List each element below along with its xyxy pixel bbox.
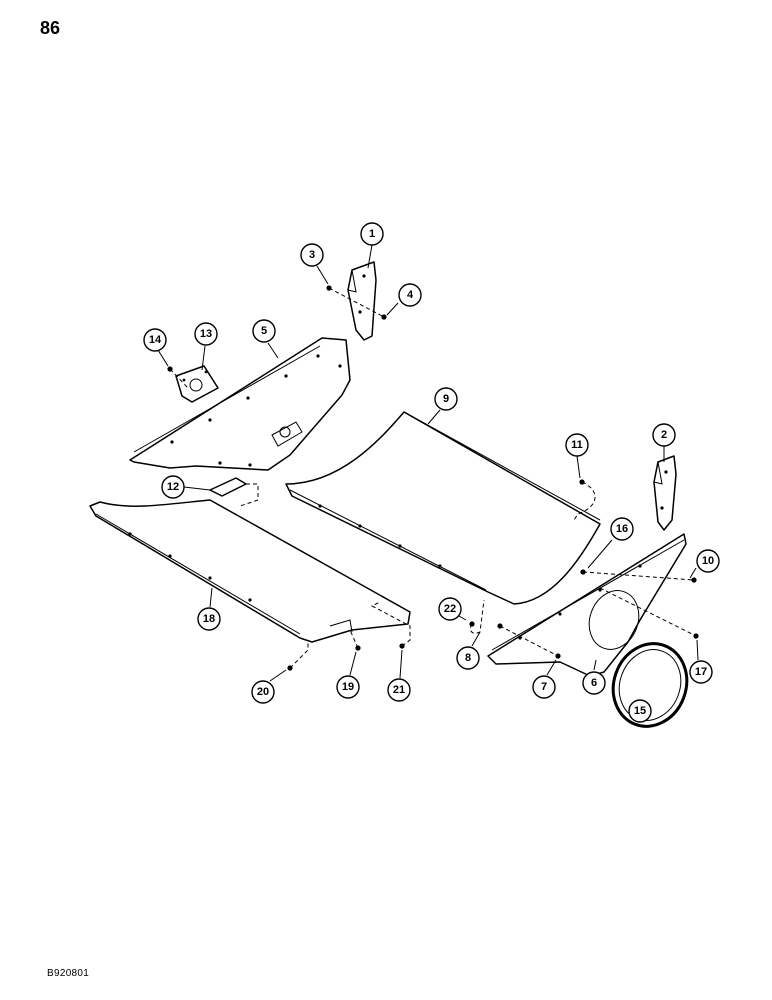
callout-label-14: 14 [149, 334, 162, 346]
part-panel-5 [129, 337, 351, 471]
assembly-lines [169, 287, 697, 669]
callout-label-16: 16 [616, 523, 628, 535]
callout-label-20: 20 [257, 686, 269, 698]
callout-9: 9 [434, 387, 458, 411]
callout-2: 2 [652, 423, 676, 447]
callout-14: 14 [143, 328, 167, 352]
leader-lines [157, 244, 699, 719]
callout-5: 5 [252, 319, 276, 343]
callout-12: 12 [161, 475, 185, 499]
callout-label-2: 2 [661, 429, 667, 441]
callout-label-4: 4 [407, 289, 414, 301]
callout-label-10: 10 [702, 555, 714, 567]
callout-20: 20 [251, 680, 275, 704]
part-panel-6 [487, 533, 687, 677]
part-clip-12 [209, 477, 247, 497]
callout-6: 6 [582, 671, 606, 695]
callout-16: 16 [610, 517, 634, 541]
callout-label-22: 22 [444, 603, 456, 615]
callout-1: 1 [360, 222, 384, 246]
callout-7: 7 [532, 675, 556, 699]
callout-label-21: 21 [393, 684, 405, 696]
callout-label-12: 12 [167, 481, 179, 493]
callout-label-9: 9 [443, 393, 449, 405]
callout-label-11: 11 [571, 439, 583, 451]
callout-label-15: 15 [634, 705, 646, 717]
callout-label-13: 13 [200, 328, 212, 340]
callout-label-18: 18 [203, 613, 215, 625]
callout-4: 4 [398, 283, 422, 307]
callout-3: 3 [300, 243, 324, 267]
callout-11: 11 [565, 433, 589, 457]
callout-label-6: 6 [591, 677, 597, 689]
part-plate-13 [175, 365, 219, 403]
part-bracket-2 [653, 455, 677, 531]
callout-label-17: 17 [695, 666, 707, 678]
callout-19: 19 [336, 675, 360, 699]
part-bracket-1 [347, 261, 377, 341]
callout-18: 18 [197, 607, 221, 631]
callout-17: 17 [689, 660, 713, 684]
callout-22: 22 [438, 597, 462, 621]
callout-13: 13 [194, 322, 218, 346]
page-number: 86 [40, 18, 61, 38]
callout-label-8: 8 [465, 652, 471, 664]
callout-21: 21 [387, 678, 411, 702]
part-cover-9 [285, 411, 601, 605]
callout-15: 15 [628, 699, 652, 723]
callout-8: 8 [456, 646, 480, 670]
part-rail-18 [89, 499, 411, 643]
callout-label-3: 3 [309, 249, 315, 261]
callout-10: 10 [696, 549, 720, 573]
callout-label-7: 7 [541, 681, 547, 693]
figure-code: B920801 [47, 968, 90, 979]
callout-label-19: 19 [342, 681, 354, 693]
callout-label-1: 1 [369, 228, 375, 240]
callout-label-5: 5 [261, 325, 267, 337]
